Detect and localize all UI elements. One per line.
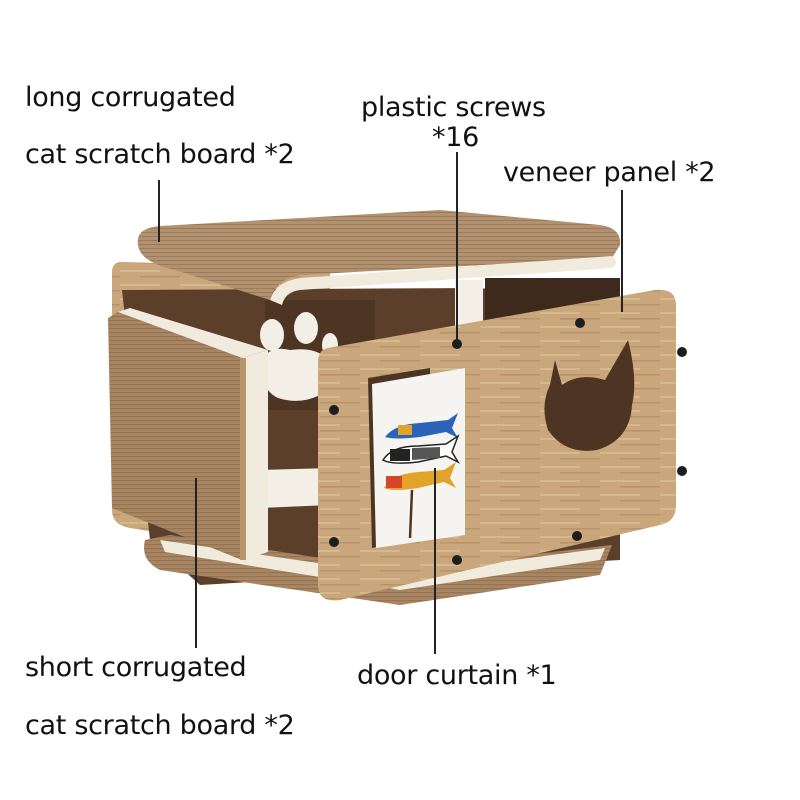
- label-veneer: veneer panel *2: [503, 157, 716, 188]
- door-curtain: [372, 368, 465, 548]
- label-long-board-line2: cat scratch board *2: [25, 139, 295, 170]
- top-corrugated-board: [137, 210, 621, 305]
- label-screws-line1: plastic screws: [361, 92, 546, 123]
- label-curtain: door curtain *1: [357, 660, 557, 691]
- label-screws-line2: *16: [432, 122, 479, 153]
- screws: [329, 318, 687, 565]
- left-corrugated-board: [108, 308, 268, 560]
- label-short-board-line2: cat scratch board *2: [25, 710, 295, 741]
- leader-long-board: [158, 180, 160, 242]
- label-short-board-line1: short corrugated: [25, 652, 247, 683]
- leader-screws: [456, 152, 458, 340]
- label-long-board-line1: long corrugated: [25, 82, 236, 113]
- leader-short-board: [195, 478, 197, 648]
- leader-curtain: [434, 468, 436, 654]
- cat-head-cutout: [544, 340, 635, 451]
- front-veneer-panel: [318, 289, 676, 601]
- leader-veneer: [621, 190, 623, 312]
